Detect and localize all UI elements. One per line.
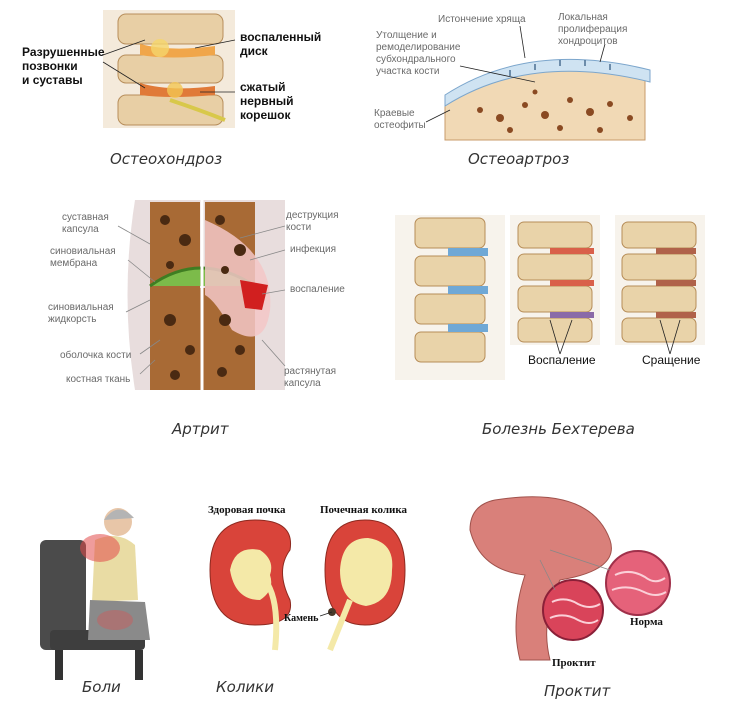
colic-illustration bbox=[209, 519, 406, 652]
panel-bekhterev: Воспаление Сращение Болезнь Бехтерева bbox=[360, 190, 732, 450]
label-inflamed-disc: воспаленный диск bbox=[240, 30, 322, 58]
label-thickening: Утолщение и ремоделирование субхондральн… bbox=[376, 30, 461, 77]
label-proliferation: Локальная пролиферация хондроцитов bbox=[558, 12, 628, 47]
caption-arthritis: Артрит bbox=[172, 420, 229, 438]
label-capsule: суставная капсула bbox=[62, 212, 109, 235]
label-healthy-kidney: Здоровая почка bbox=[208, 504, 286, 516]
arthritis-illustration bbox=[117, 200, 286, 392]
caption-colic: Колики bbox=[216, 678, 274, 696]
pain-illustration bbox=[40, 508, 150, 680]
label-infection: инфекция bbox=[290, 244, 337, 255]
osteochondrosis-illustration bbox=[102, 10, 236, 128]
label-osteophytes: Краевые остеофиты bbox=[374, 108, 426, 131]
label-thinning: Истончение хряща bbox=[438, 14, 526, 25]
label-compressed-root: сжатый нервный корешок bbox=[240, 80, 294, 122]
label-renal-colic: Почечная колика bbox=[320, 504, 408, 516]
label-norm: Норма bbox=[630, 616, 663, 628]
proctitis-illustration bbox=[469, 496, 671, 661]
caption-osteochondrosis: Остеохондроз bbox=[110, 150, 223, 168]
label-inflammation-bekhterev: Воспаление bbox=[528, 353, 596, 367]
caption-proctitis: Проктит bbox=[544, 682, 611, 700]
label-proctitis: Проктит bbox=[552, 657, 596, 669]
caption-pain: Боли bbox=[82, 678, 121, 696]
bekhterev-illustration bbox=[395, 215, 705, 380]
panel-arthritis: суставная капсула синовиальная мембрана … bbox=[0, 190, 360, 450]
panel-pain: Боли bbox=[0, 490, 180, 704]
panel-osteochondrosis: Разрушенные позвонки и суставы воспаленн… bbox=[0, 0, 360, 180]
label-destruction: деструкция кости bbox=[286, 210, 339, 233]
label-bone: костная ткань bbox=[66, 374, 131, 385]
panel-osteoarthrosis: Истончение хряща Локальная пролиферация … bbox=[360, 0, 732, 180]
panel-colic: Здоровая почка Почечная колика Камень Ко… bbox=[180, 490, 430, 704]
caption-osteoarthrosis: Остеоартроз bbox=[468, 150, 570, 168]
label-fluid: синовиальная жидкорсть bbox=[48, 302, 114, 325]
label-fusion: Сращение bbox=[642, 353, 701, 367]
label-destroyed: Разрушенные позвонки и суставы bbox=[22, 45, 105, 87]
label-stretched: растянутая капсула bbox=[284, 366, 337, 389]
label-stone: Камень bbox=[284, 613, 319, 624]
panel-proctitis: Норма Проктит Проктит bbox=[440, 480, 732, 704]
label-inflammation: воспаление bbox=[290, 284, 345, 295]
osteoarthrosis-illustration bbox=[425, 25, 651, 141]
caption-bekhterev: Болезнь Бехтерева bbox=[482, 420, 635, 438]
label-shell: оболочка кости bbox=[60, 350, 132, 361]
label-membrane: синовиальная мембрана bbox=[50, 246, 116, 269]
